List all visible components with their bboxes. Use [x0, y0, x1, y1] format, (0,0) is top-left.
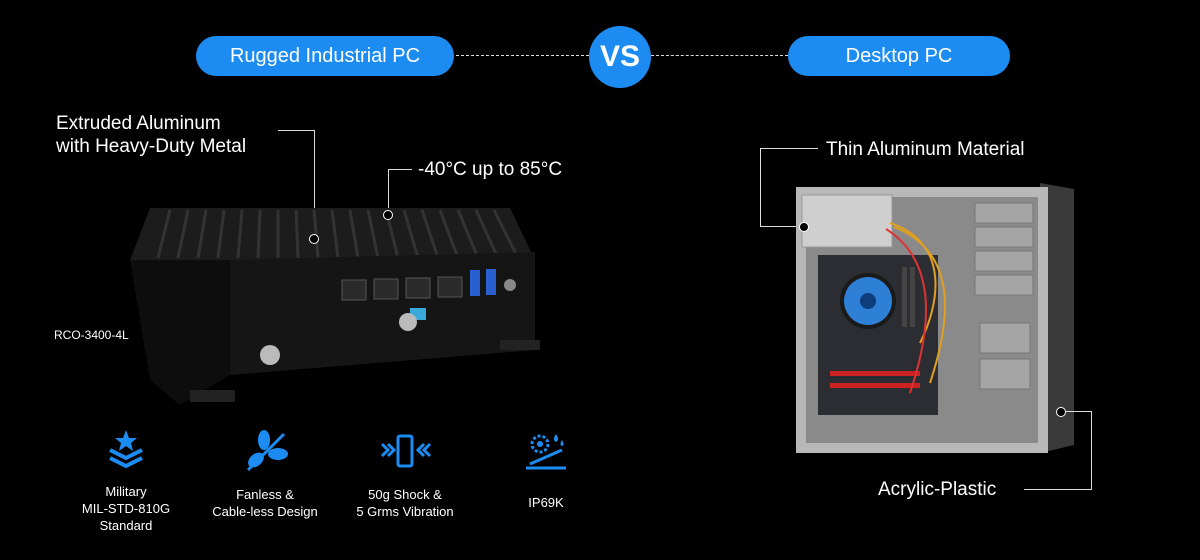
thin-material-leader-h [760, 148, 818, 149]
shock-vibration-icon [380, 434, 432, 468]
feature-military-line1: Military [105, 484, 147, 499]
thin-material-dot [799, 222, 809, 232]
material-leader-h [278, 130, 314, 131]
acrylic-leader-h2 [1024, 489, 1092, 490]
feature-ip69k: IP69K [528, 495, 564, 510]
feature-military-line3: Standard [99, 518, 153, 533]
feature-fanless-line2: Cable-less Design [212, 504, 318, 519]
feature-fanless-line1: Fanless & [236, 487, 294, 502]
feature-military-line2: MIL-STD-810G [81, 501, 171, 516]
acrylic-leader-v [1091, 411, 1092, 489]
ip69k-icon [526, 434, 566, 470]
military-badge-icon [109, 430, 143, 469]
acrylic-dot [1056, 407, 1066, 417]
feature-shock: 50g Shock & 5 Grms Vibration [340, 486, 470, 520]
connector-dash-right [651, 55, 788, 56]
temp-leader-h [388, 169, 412, 170]
temp-leader-v [388, 169, 389, 213]
vs-badge: VS [589, 26, 651, 88]
material-label: Extruded Aluminum with Heavy-Duty Metal [56, 112, 246, 158]
thin-material-leader-v [760, 148, 761, 226]
desktop-pc-image [796, 183, 1074, 453]
feature-military: Military MIL-STD-810G Standard [66, 483, 186, 534]
thin-material-leader-h2 [760, 226, 800, 227]
feature-shock-line2: 5 Grms Vibration [356, 504, 454, 519]
fan-crossed-icon [246, 430, 288, 472]
rugged-pc-pill: Rugged Industrial PC [196, 36, 454, 76]
feature-fanless: Fanless & Cable-less Design [200, 486, 330, 520]
material-dot [309, 234, 319, 244]
desktop-pc-pill: Desktop PC [788, 36, 1010, 76]
model-label: RCO-3400-4L [54, 328, 129, 342]
acrylic-leader-h [1065, 411, 1091, 412]
temp-dot [383, 210, 393, 220]
connector-dash-left [456, 55, 589, 56]
material-label-line1: Extruded Aluminum [56, 113, 221, 134]
thin-material-label: Thin Aluminum Material [826, 139, 1025, 160]
acrylic-label: Acrylic-Plastic [878, 479, 997, 500]
feature-shock-line1: 50g Shock & [368, 487, 442, 502]
material-label-line2: with Heavy-Duty Metal [56, 136, 247, 157]
rugged-pc-image [130, 208, 540, 405]
temperature-label: -40°C up to 85°C [418, 159, 563, 180]
material-leader-v [314, 130, 315, 236]
